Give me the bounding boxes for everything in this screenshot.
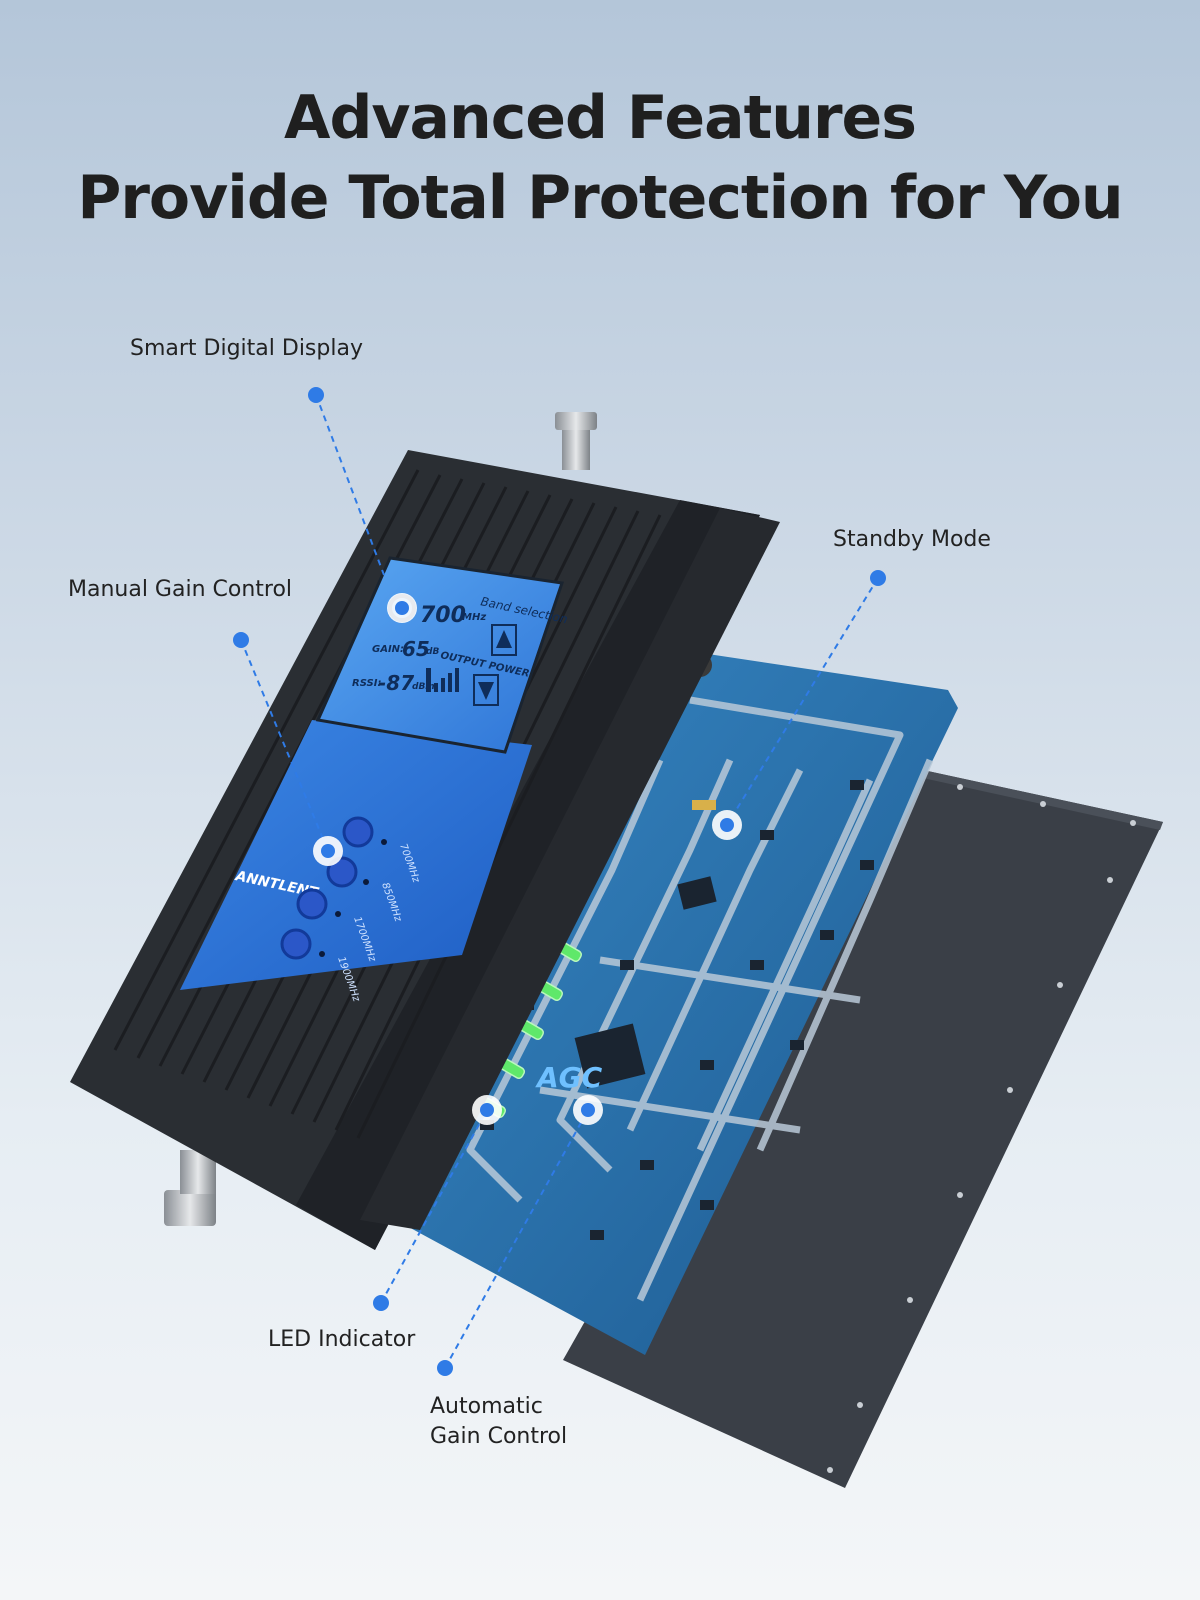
callout-label-agc-line-2: Gain Control (430, 1424, 568, 1449)
lcd-up-arrow-button[interactable] (491, 624, 517, 656)
gain-knob-700[interactable] (342, 816, 374, 848)
lcd-rssi-label: RSSI: (352, 678, 381, 689)
gain-knob-1900[interactable] (280, 928, 312, 960)
callout-label-smart-display: Smart Digital Display (130, 336, 363, 361)
lcd-frequency-unit: MHz (462, 612, 486, 623)
highlight-ring-manual-gain-center (321, 844, 335, 858)
highlight-ring-display-center (395, 601, 409, 615)
down-arrow-icon (478, 682, 494, 700)
lcd-gain-label: GAIN: (372, 644, 404, 655)
back-cover-plate (563, 765, 1163, 1488)
gain-knob-1700[interactable] (296, 888, 328, 920)
lcd-rssi-value: -87 (378, 671, 414, 695)
callout-label-agc: Automatic Gain Control (430, 1392, 567, 1452)
callout-label-led: LED Indicator (268, 1327, 416, 1352)
highlight-ring-standby-center (720, 818, 734, 832)
gain-knob-850[interactable] (326, 856, 358, 888)
bottom-antenna-connector (164, 1190, 216, 1226)
agc-chip-label: AGC (535, 1061, 603, 1094)
lcd-down-arrow-button[interactable] (473, 674, 499, 706)
lcd-gain-value: 65 (402, 637, 430, 661)
lcd-signal-bars (426, 668, 459, 692)
callout-label-standby: Standby Mode (833, 527, 991, 552)
callout-dot-manual-gain (233, 632, 249, 648)
headline: Advanced Features Provide Total Protecti… (0, 78, 1200, 238)
control-panel (180, 720, 532, 990)
feature-highlight-rings (313, 593, 742, 1125)
callout-dot-standby (870, 570, 886, 586)
lcd-gain-unit: dB (426, 647, 439, 657)
booster-housing: Band selection 700 MHz GAIN: 65 dB OUTPU… (70, 412, 780, 1250)
lcd-display (315, 556, 564, 754)
callout-dot-led (373, 1295, 389, 1311)
callout-dots (233, 387, 886, 1376)
callout-dot-agc (437, 1360, 453, 1376)
callout-label-agc-line-1: Automatic (430, 1394, 543, 1419)
up-arrow-icon (496, 630, 512, 648)
callout-dot-smart-display (308, 387, 324, 403)
highlight-ring-agc-center (581, 1103, 595, 1117)
highlight-ring-led-center (480, 1103, 494, 1117)
callout-leader-lines (240, 394, 879, 1369)
gain-knob-row (280, 816, 374, 960)
headline-line-1: Advanced Features (284, 83, 917, 153)
top-antenna-connector (562, 426, 590, 470)
callout-label-manual-gain: Manual Gain Control (68, 577, 293, 602)
lcd-rssi-unit: dBm (412, 682, 435, 692)
headline-line-2: Provide Total Protection for You (77, 163, 1123, 233)
lcd-frequency: 700 (420, 603, 466, 628)
